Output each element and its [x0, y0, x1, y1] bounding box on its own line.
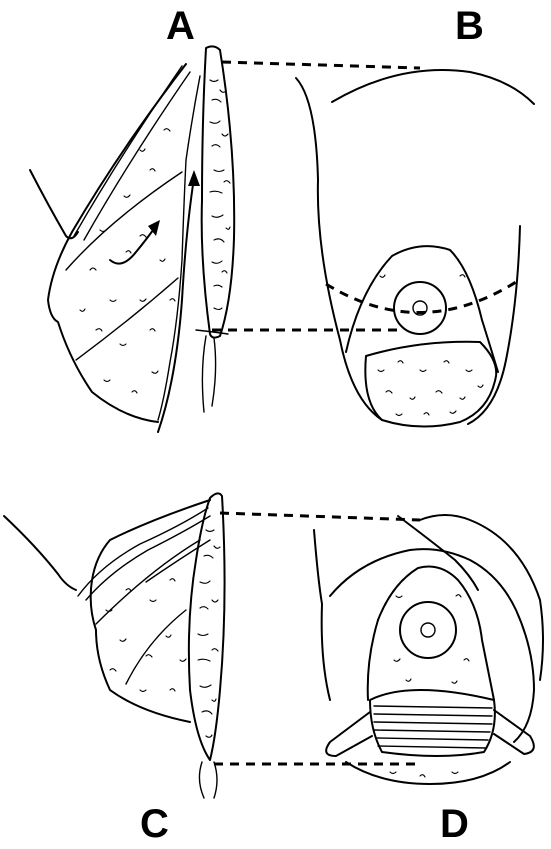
panel-label-c: C: [140, 804, 169, 844]
panel-b-drawing: [296, 70, 534, 427]
panel-a-chest-wall: [30, 170, 78, 238]
panel-c-chest-wall: [4, 516, 76, 590]
panel-a-internal-line: [76, 278, 178, 360]
panel-a-breast-contour: [48, 64, 186, 422]
panel-label-a: A: [166, 6, 195, 46]
panel-d-drawing: [314, 515, 543, 784]
panel-label-d: D: [440, 804, 469, 844]
panel-c-drawing: [4, 493, 478, 798]
panel-a-drawing: [30, 46, 234, 432]
panel-a-gland-border: [158, 76, 200, 420]
panel-label-b: B: [455, 6, 484, 46]
guide-line-bottom-upper: [220, 513, 420, 520]
guide-line-top-upper: [222, 62, 420, 68]
panel-a-skin-line: [84, 72, 190, 240]
